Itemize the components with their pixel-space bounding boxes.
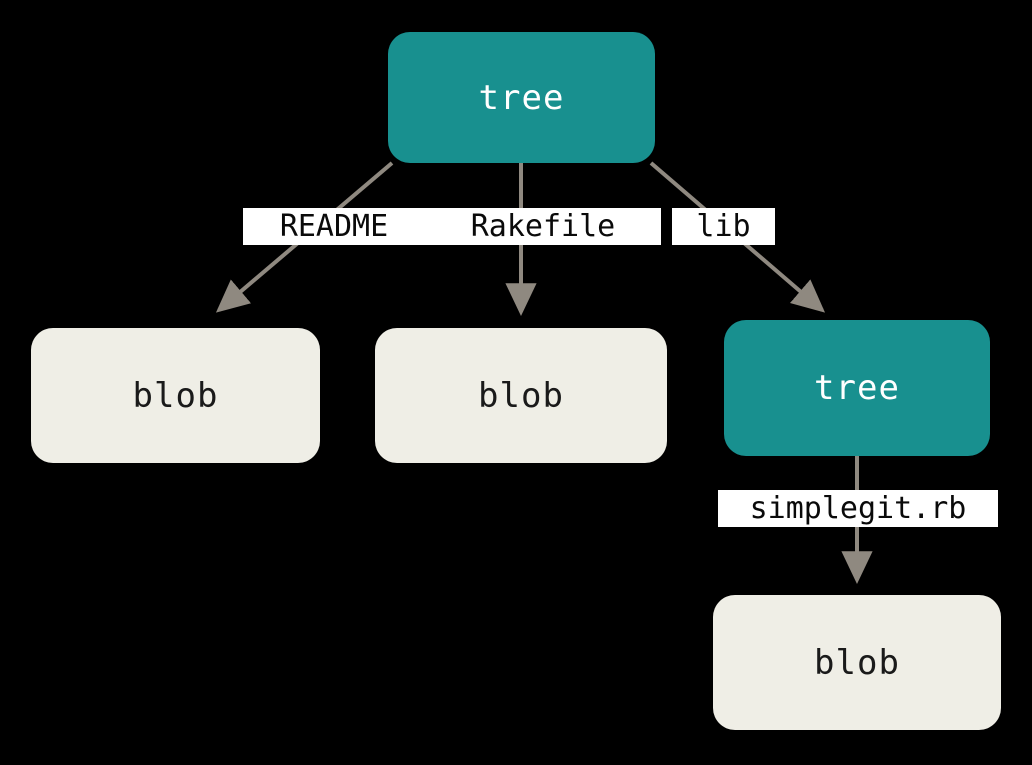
edge-label-simplegit: simplegit.rb	[718, 490, 998, 527]
node-tree-root[interactable]: tree	[388, 32, 655, 163]
node-tree-root-label: tree	[478, 77, 565, 118]
node-blob-readme-label: blob	[132, 375, 219, 416]
node-blob-simplegit-label: blob	[814, 642, 900, 683]
edge-label-lib: lib	[672, 208, 775, 245]
node-tree-lib[interactable]: tree	[724, 320, 990, 456]
edge-label-readme: README	[243, 208, 425, 245]
node-blob-rakefile-label: blob	[478, 375, 564, 416]
node-blob-simplegit[interactable]: blob	[713, 595, 1001, 730]
node-blob-rakefile[interactable]: blob	[375, 328, 667, 463]
node-blob-readme[interactable]: blob	[31, 328, 320, 463]
node-tree-lib-label: tree	[814, 368, 900, 408]
edge-label-rakefile: Rakefile	[425, 208, 661, 245]
